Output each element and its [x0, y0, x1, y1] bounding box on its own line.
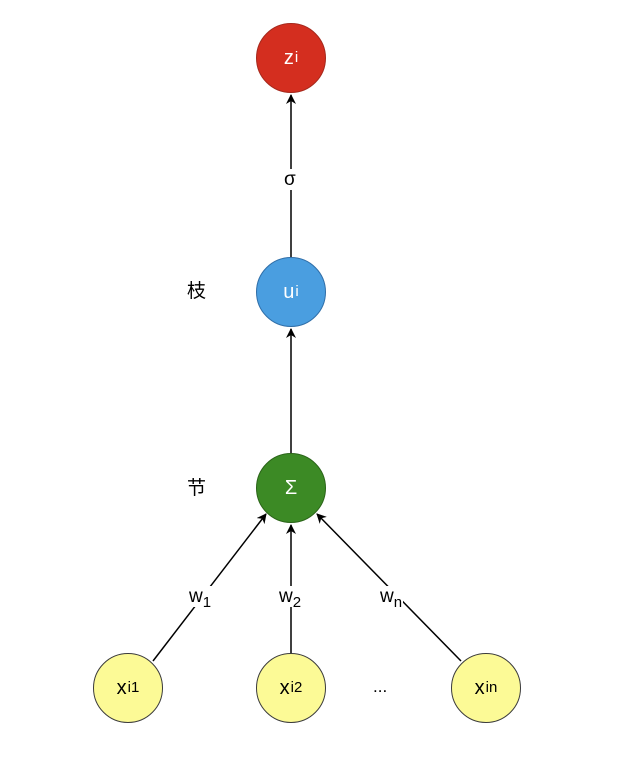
weight-var: w — [279, 586, 293, 607]
sum-node: Σ — [256, 453, 326, 523]
weight-sub: 2 — [292, 594, 302, 611]
weight-sub: n — [393, 594, 403, 611]
weight-sub: 1 — [202, 594, 212, 611]
activation-var: u — [283, 281, 295, 303]
branch-label: 枝 — [187, 280, 207, 302]
output-var: z — [283, 47, 294, 69]
weight-label-1: w1 — [188, 586, 213, 610]
weight-label-n: wn — [379, 586, 404, 610]
weight-var: w — [380, 586, 394, 607]
node-label: 节 — [187, 477, 207, 499]
sum-symbol: Σ — [284, 477, 298, 499]
weight-var: w — [189, 586, 203, 607]
input-var: x — [116, 677, 127, 699]
input-var: x — [279, 677, 290, 699]
ellipsis: ... — [373, 677, 388, 696]
input-var: x — [474, 677, 485, 699]
activation-function-label: σ — [283, 169, 297, 190]
weight-label-2: w2 — [278, 586, 303, 610]
